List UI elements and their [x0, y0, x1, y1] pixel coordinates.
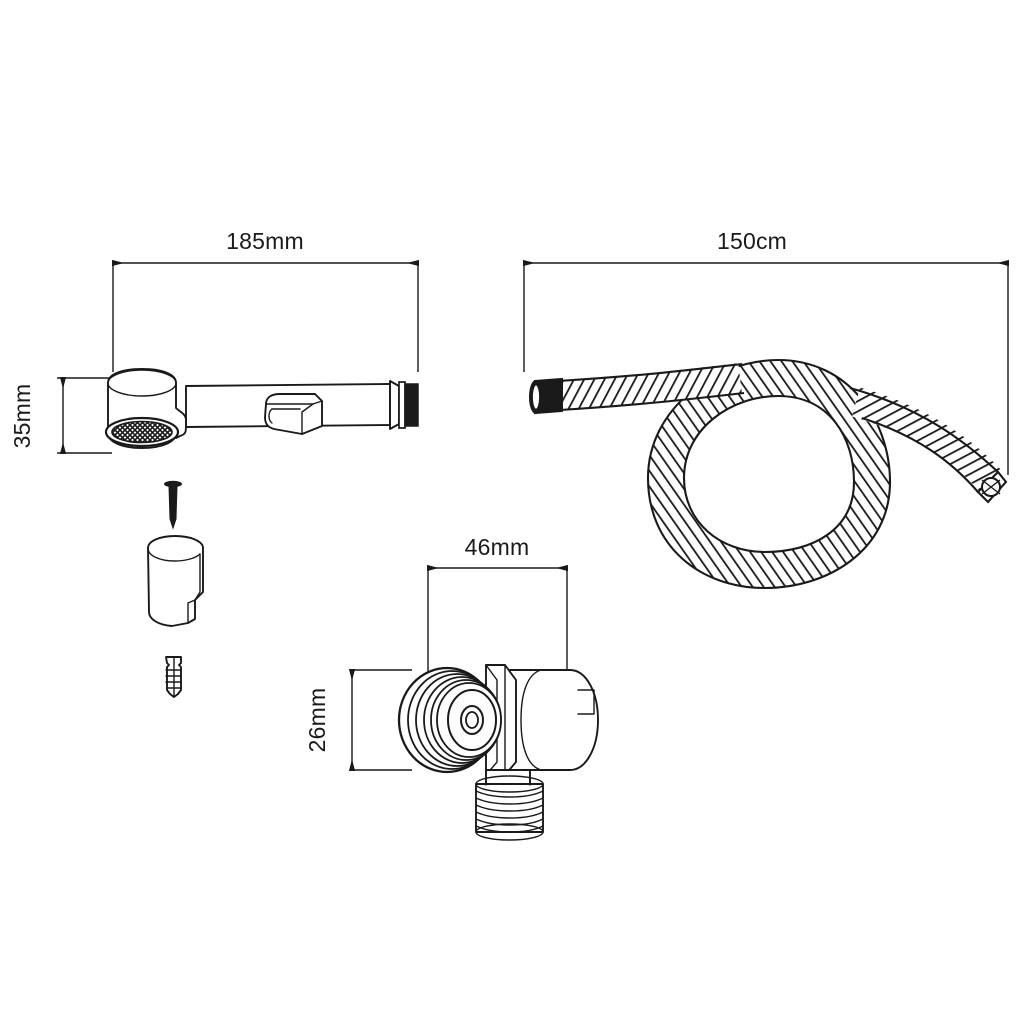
- braided-flexible-hose: [529, 358, 1008, 590]
- sprayer-length-dimension: 185mm: [112, 228, 419, 372]
- valve-width-label: 46mm: [465, 534, 530, 560]
- valve-height-label: 26mm: [304, 688, 330, 753]
- aerator-mesh: [111, 420, 173, 444]
- sprayer-trigger-lever: [264, 393, 323, 435]
- mounting-screw: [164, 480, 182, 530]
- valve-width-dimension: 46mm: [427, 534, 568, 672]
- wall-plug-anchor: [165, 656, 182, 698]
- hose-length-dimension: 150cm: [523, 228, 1009, 475]
- hose-length-label: 150cm: [717, 228, 787, 254]
- hand-sprayer-assembly: [104, 368, 419, 449]
- hose-left-segment: [557, 362, 745, 412]
- hose-end-cap: [529, 377, 563, 415]
- sprayer-head-diameter-label: 35mm: [9, 384, 35, 449]
- valve-control-knob: [397, 666, 502, 774]
- hose-open-end: [976, 470, 1008, 504]
- sprayer-length-label: 185mm: [226, 228, 304, 254]
- hose-right-segment: [849, 386, 1001, 493]
- t-adapter-valve: [397, 664, 599, 841]
- sprayer-hose-connector: [389, 380, 419, 430]
- valve-threaded-outlet: [475, 769, 544, 841]
- valve-height-dimension: 26mm: [304, 669, 412, 771]
- sprayer-head-diameter-dimension: 35mm: [9, 377, 112, 454]
- wall-holder-bracket: [147, 535, 204, 627]
